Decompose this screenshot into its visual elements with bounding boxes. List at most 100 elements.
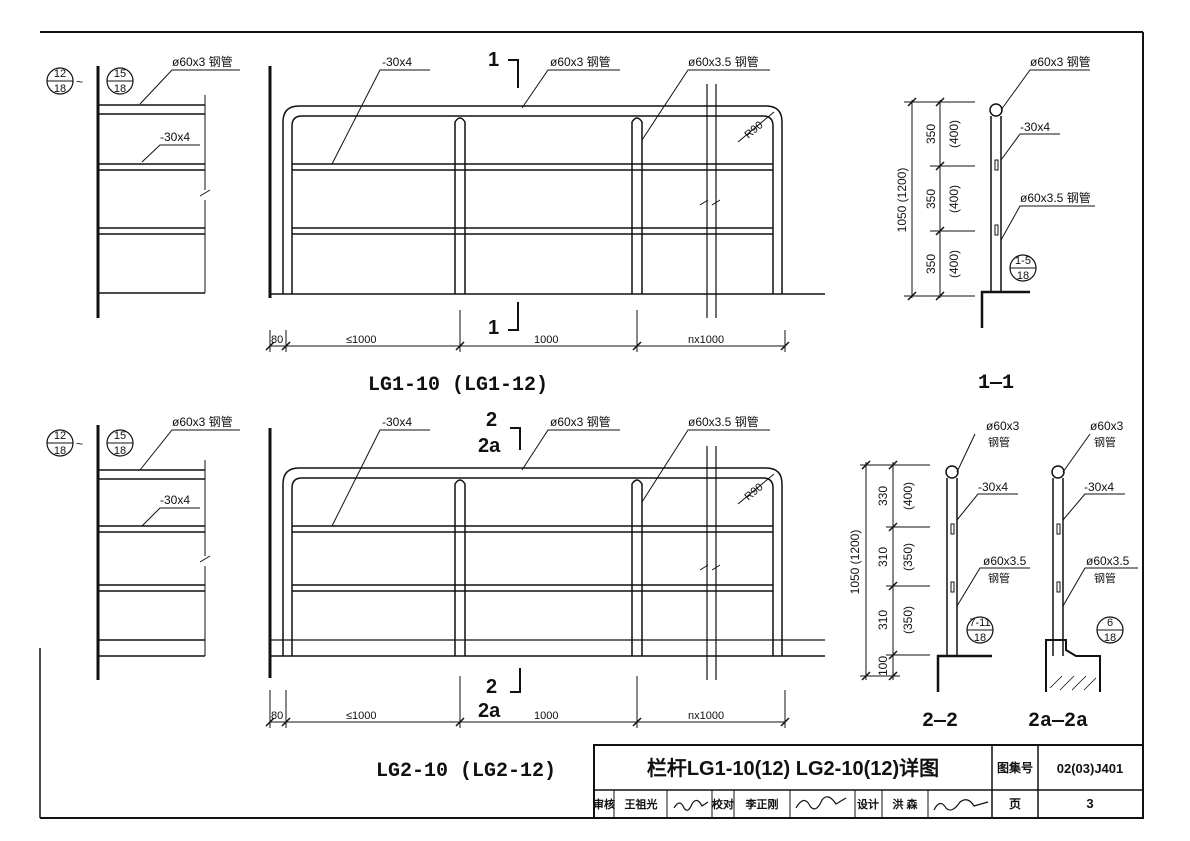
ref-num: 6: [1107, 617, 1113, 629]
atlas-label: 图集号: [997, 760, 1033, 775]
label-handrail: ø60x3 钢管: [1030, 54, 1091, 69]
ref-num: 7-11: [969, 617, 990, 629]
ref-num: 15: [114, 430, 126, 442]
dim-segment: 100: [876, 656, 890, 676]
detail-ref-12-18[interactable]: 12 18: [46, 67, 74, 95]
dim-segment: 330: [876, 486, 890, 506]
design-label: 设计: [857, 797, 879, 811]
dim-first-bay: ≤1000: [346, 710, 377, 722]
dim-bay: 1000: [534, 710, 558, 722]
section-2a-2a: [1045, 433, 1138, 692]
dim-80: 80: [271, 334, 283, 346]
ref-den: 18: [54, 445, 66, 457]
elevation-title-2: LG2-10 (LG2-12): [376, 760, 556, 783]
title-block: [593, 744, 1144, 819]
label-handrail: ø60x3: [1090, 419, 1124, 433]
section-cut-2a-bottom: 2a: [478, 700, 501, 722]
label-handrail: ø60x3 钢管: [550, 414, 611, 429]
label-post-material: 钢管: [988, 571, 1010, 585]
ref-num: 1-5: [1015, 255, 1031, 267]
range-tilde: ~: [76, 75, 83, 89]
label-flat-bar: -30x4: [382, 55, 412, 69]
section-cut-2-top: 2: [486, 409, 497, 431]
dim-segment: 350: [924, 254, 938, 274]
designer-name: 洪 森: [892, 797, 918, 811]
label-flat-bar: -30x4: [382, 415, 412, 429]
dim-segment-alt: (400): [947, 185, 961, 213]
label-post: ø60x3.5: [983, 554, 1027, 568]
ref-num: 12: [54, 430, 66, 442]
label-flat-bar: -30x4: [160, 130, 190, 144]
label-handrail-material: 钢管: [1094, 435, 1116, 449]
label-handrail: ø60x3 钢管: [550, 54, 611, 69]
ref-den: 18: [974, 632, 986, 644]
check-label: 校对: [712, 797, 734, 811]
label-post: ø60x3.5 钢管: [1020, 190, 1091, 205]
label-handrail: ø60x3: [986, 419, 1020, 433]
section-title-1-1: 1—1: [978, 372, 1014, 395]
section-cut-2-bottom: 2: [486, 676, 497, 698]
section-cut-1-bottom: 1: [488, 317, 499, 339]
label-post: ø60x3.5: [1086, 554, 1130, 568]
elevation-lg1: [265, 59, 825, 352]
dim-bay: 1000: [534, 334, 558, 346]
section-cut-2a-top: 2a: [478, 435, 501, 457]
label-post: ø60x3.5 钢管: [688, 414, 759, 429]
dim-total-height: 1050 (1200): [848, 530, 862, 595]
ref-den: 18: [1017, 270, 1029, 282]
drawing-title: 栏杆LG1-10(12) LG2-10(12)详图: [647, 756, 939, 780]
section-title-2a-2a: 2a—2a: [1028, 710, 1088, 733]
label-top-rail: ø60x3 钢管: [172, 414, 233, 429]
dim-segment-alt: (400): [947, 120, 961, 148]
label-post-material: 钢管: [1094, 571, 1116, 585]
detail-ref-7-11-18[interactable]: 7-11 18: [966, 616, 994, 644]
page-number: 3: [1086, 796, 1093, 811]
dim-segment-alt: (400): [901, 482, 915, 510]
checker-name: 李正刚: [745, 797, 779, 811]
detail-ref-1-5-18[interactable]: 1-5 18: [1009, 254, 1037, 282]
section-1-1: [904, 69, 1095, 328]
dim-n-bays: nx1000: [688, 334, 724, 346]
dim-segment: 310: [876, 610, 890, 630]
detail-ref-15-18[interactable]: 15 18: [106, 429, 134, 457]
partial-view-2: [96, 425, 240, 680]
reviewer-name: 王祖光: [625, 797, 658, 811]
dim-total-height: 1050 (1200): [895, 168, 909, 233]
label-top-rail: ø60x3 钢管: [172, 54, 233, 69]
partial-view-1: [96, 66, 240, 318]
dim-80: 80: [271, 710, 283, 722]
dim-first-bay: ≤1000: [346, 334, 377, 346]
ref-den: 18: [54, 83, 66, 95]
label-flat-bar: -30x4: [1084, 480, 1114, 494]
dim-n-bays: nx1000: [688, 710, 724, 722]
dim-segment-alt: (350): [901, 543, 915, 571]
detail-ref-12-18[interactable]: 12 18: [46, 429, 74, 457]
page-label: 页: [1009, 797, 1021, 811]
review-label: 审核: [593, 797, 615, 811]
label-flat-bar: -30x4: [160, 493, 190, 507]
section-2-2: [860, 433, 1030, 692]
label-post: ø60x3.5 钢管: [688, 54, 759, 69]
detail-ref-6-18[interactable]: 6 18: [1096, 616, 1124, 644]
ref-den: 18: [1104, 632, 1116, 644]
ref-den: 18: [114, 83, 126, 95]
elevation-title-1: LG1-10 (LG1-12): [368, 374, 548, 397]
label-flat-bar: -30x4: [978, 480, 1008, 494]
ref-den: 18: [114, 445, 126, 457]
label-handrail-material: 钢管: [988, 435, 1010, 449]
dim-segment: 350: [924, 124, 938, 144]
label-flat-bar: -30x4: [1020, 120, 1050, 134]
dim-segment-alt: (350): [901, 606, 915, 634]
section-title-2-2: 2—2: [922, 710, 958, 733]
elevation-lg2: [265, 427, 825, 728]
dim-segment-alt: (400): [947, 250, 961, 278]
ref-num: 12: [54, 68, 66, 80]
section-cut-1-top: 1: [488, 49, 499, 71]
ref-num: 15: [114, 68, 126, 80]
dim-segment: 350: [924, 189, 938, 209]
atlas-number: 02(03)J401: [1057, 761, 1124, 776]
detail-ref-15-18[interactable]: 15 18: [106, 67, 134, 95]
range-tilde: ~: [76, 437, 83, 451]
dim-segment: 310: [876, 547, 890, 567]
